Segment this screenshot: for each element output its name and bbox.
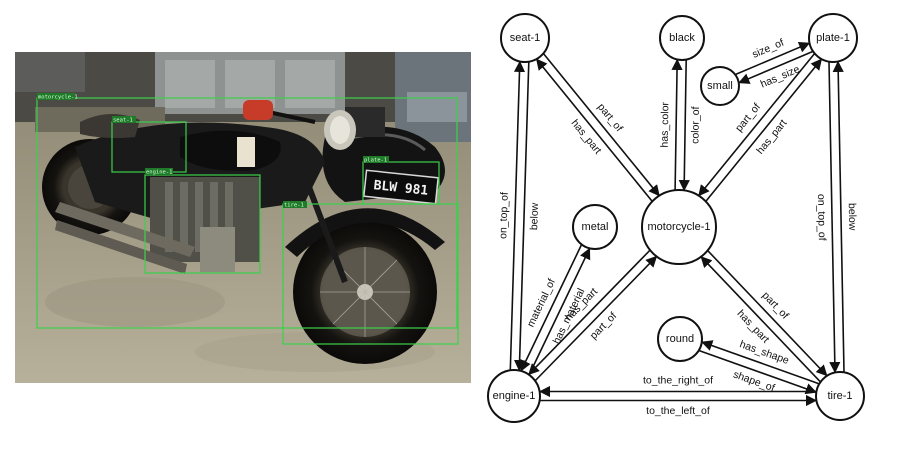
edge-label-has_part: has_part — [754, 117, 789, 156]
detection-label-motorcycle: motorcycle-1 — [38, 95, 78, 101]
node-tire: tire-1 — [815, 371, 865, 421]
detection-motorcycle: motorcycle-1 — [36, 93, 458, 329]
node-label-plate: plate-1 — [816, 32, 850, 44]
edge-motorcycle-part_of-tire — [707, 250, 828, 377]
node-round: round — [657, 316, 703, 362]
edge-label-part_of: part_of — [595, 101, 625, 134]
node-circle-black — [659, 15, 705, 61]
node-circle-tire — [815, 371, 865, 421]
node-black: black — [659, 15, 705, 61]
detection-label-engine: engine-1 — [146, 170, 173, 176]
node-motorcycle: motorcycle-1 — [641, 189, 717, 265]
edge-small-size_of-plate — [735, 41, 811, 76]
node-circle-small — [700, 66, 740, 106]
edge-motorcycle-has_part-engine — [528, 249, 651, 376]
node-circle-engine — [487, 369, 541, 423]
edge-plate-has_size-small — [738, 50, 814, 84]
node-label-tire: tire-1 — [827, 390, 852, 402]
edge-tire-has_shape-round — [701, 340, 820, 385]
edge-label-to_the_left_of: to_the_left_of — [646, 405, 710, 417]
edge-label-part_of: part_of — [733, 101, 763, 134]
edge-motorcycle-has_part-seat — [535, 58, 653, 202]
node-label-black: black — [669, 32, 695, 44]
detection-label-tire: tire-1 — [284, 203, 304, 209]
plate-text: BLW 981 — [373, 178, 429, 199]
node-seat: seat-1 — [500, 13, 550, 63]
detection-engine: engine-1 — [144, 168, 261, 274]
edge-label-part_of: part_of — [760, 290, 791, 322]
node-metal: metal — [572, 204, 618, 250]
node-circle-seat — [500, 13, 550, 63]
edge-label-has_part: has_part — [735, 308, 772, 346]
edge-engine-has_material-metal — [528, 247, 591, 375]
edge-label-below: below — [528, 202, 541, 230]
edge-label-color_of: color_of — [689, 106, 702, 144]
edge-tire-below-plate — [832, 60, 845, 372]
edge-metal-material_of-engine — [520, 244, 583, 372]
edge-engine-part_of-motorcycle — [534, 255, 658, 382]
edge-round-shape_of-tire — [698, 349, 817, 395]
edge-label-part_of: part_of — [588, 310, 619, 342]
edge-black-color_of-motorcycle — [678, 60, 690, 192]
edge-engine-on_top_of-seat — [509, 60, 526, 370]
node-plate: plate-1 — [808, 13, 858, 63]
node-label-seat: seat-1 — [510, 32, 541, 44]
edge-seat-part_of-motorcycle — [542, 53, 660, 197]
node-label-metal: metal — [582, 221, 609, 233]
edge-label-has_color: has_color — [659, 101, 672, 147]
detection-label-seat: seat-1 — [113, 118, 133, 124]
node-label-engine: engine-1 — [493, 390, 536, 402]
node-engine: engine-1 — [487, 369, 541, 423]
edge-label-to_the_right_of: to_the_right_of — [643, 374, 713, 386]
motorcycle-photo: BLW 981 motorcycle-1 seat-1 engine-1 pla… — [15, 52, 471, 383]
edge-seat-below-engine — [514, 62, 530, 372]
node-circle-plate — [808, 13, 858, 63]
edge-label-shape_of: shape_of — [732, 368, 777, 394]
node-circle-motorcycle — [641, 189, 717, 265]
edge-plate-part_of-motorcycle — [698, 53, 816, 197]
node-label-round: round — [666, 333, 694, 345]
edge-plate-on_top_of-tire — [828, 62, 841, 374]
edge-motorcycle-has_part-plate — [705, 58, 823, 202]
detection-label-plate: plate-1 — [364, 158, 387, 164]
node-circle-metal — [572, 204, 618, 250]
detection-tire: tire-1 — [282, 201, 459, 345]
photo-scene: BLW 981 motorcycle-1 seat-1 engine-1 pla… — [15, 52, 471, 383]
edge-label-has_part: has_part — [569, 117, 604, 156]
node-label-small: small — [707, 80, 733, 92]
node-label-motorcycle: motorcycle-1 — [648, 221, 711, 233]
edge-motorcycle-has_color-black — [671, 58, 683, 190]
edge-label-size_of: size_of — [750, 37, 785, 61]
edge-label-below: below — [846, 203, 859, 231]
edge-label-on_top_of: on_top_of — [497, 192, 510, 239]
node-small: small — [700, 66, 740, 106]
edge-tire-has_part-motorcycle — [700, 256, 821, 383]
node-circle-round — [657, 316, 703, 362]
edge-label-on_top_of: on_top_of — [815, 194, 828, 241]
